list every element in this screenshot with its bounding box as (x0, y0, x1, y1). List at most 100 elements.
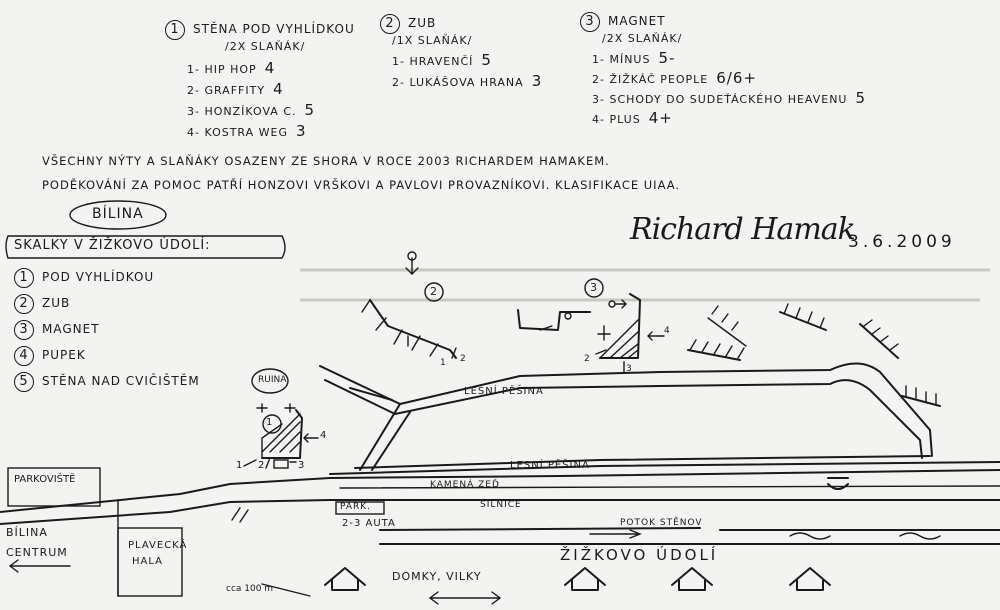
route-label: 2- LUKÁŠOVA HRANA (392, 76, 524, 89)
route-4-arrow (647, 331, 665, 341)
route-4-arrow (303, 433, 319, 443)
legend-title: SKALKY V ŽIŽKOVO ÚDOLÍ: (14, 238, 211, 253)
crag-3-hatching (599, 319, 639, 359)
route-label: 4- PLUS (592, 113, 641, 126)
sector-3-subtitle: /2X SLAŇÁK/ (602, 32, 683, 45)
arrow-to-centrum (8, 559, 71, 573)
crag-1-route-3: 3 (298, 460, 306, 471)
crag-1 (243, 368, 319, 469)
crag-3-route-4: 4 (664, 326, 671, 336)
scale-line (261, 583, 311, 597)
route-label: 3- HONZÍKOVA C. (187, 105, 297, 118)
crag-2-route-2: 2 (460, 354, 467, 364)
route-grade: 5 (855, 89, 867, 107)
bolt-marks (256, 403, 296, 413)
legend-item: 2 ZUB (14, 294, 200, 314)
parking-label: PARKOVIŠTĚ (14, 474, 76, 485)
anchor-ring (608, 300, 616, 308)
crag-face (687, 349, 741, 361)
centrum-label: CENTRUM (6, 546, 68, 559)
route-2-arrow (451, 347, 457, 359)
small-parking-box (335, 501, 385, 515)
sector-2-title: ZUB (408, 16, 437, 30)
legend-label: ZUB (42, 296, 71, 310)
route-label: 1- HIP HOP (187, 63, 257, 76)
parking-capacity: 2-3 AUTA (342, 518, 396, 529)
sector-2-number: 2 (380, 14, 400, 34)
other-crags (687, 303, 941, 407)
crag-hatching (905, 385, 937, 405)
route-1-arrow (243, 459, 257, 467)
house-icon (324, 567, 366, 591)
route-label: 2- GRAFFITY (187, 84, 266, 97)
anchor-box (273, 459, 289, 469)
crag-1-mark: 1 (266, 417, 273, 428)
legend-label: STĚNA NAD CVIČIŠTĚM (42, 374, 200, 388)
signature: Richard Hamak (630, 212, 856, 247)
ruin-label: RUINA (258, 375, 287, 385)
road-break-mark (231, 507, 249, 523)
crag-3-route-2: 2 (584, 354, 591, 364)
crag-2-mark: 2 (430, 285, 437, 298)
route-2-arrow (265, 457, 271, 469)
region-oval (69, 200, 167, 230)
sector-1-title: STĚNA POD VYHLÍDKOU (193, 22, 355, 36)
crag-face (779, 311, 827, 331)
sector-2-subtitle: /1X SLAŇÁK/ (392, 34, 473, 47)
crag-3-face-b (599, 293, 641, 359)
route-2-arrow (595, 349, 607, 355)
route-grade: 5- (658, 49, 676, 67)
route-grade: 3 (531, 72, 543, 90)
culvert-mark (827, 477, 849, 490)
legend-label: MAGNET (42, 322, 100, 336)
crag-hatching (783, 303, 825, 329)
crag-3-face-a (517, 309, 591, 331)
house-icons (324, 567, 831, 591)
crag-1-route-4: 4 (320, 430, 328, 441)
crag-face (901, 395, 941, 407)
forest-path-lower-label: LESNÍ PĚŠINA (510, 460, 590, 471)
path-branch-a (359, 403, 401, 471)
route-grade: 5 (304, 101, 316, 119)
stream-label: POTOK STĚNOV (620, 518, 703, 528)
route-label: 3- SCHODY DO SUDEŤÁCKÉHO HEAVENU (592, 93, 848, 106)
route-label: 1- HRAVENČÍ (392, 55, 474, 68)
road-silnice-lower (0, 499, 1000, 525)
legend-number: 5 (14, 372, 34, 392)
houses-label: DOMKY, VILKY (392, 570, 482, 583)
legend-number: 2 (14, 294, 34, 314)
crag-1-hatching (261, 413, 301, 459)
route-label: 2- ŽIŽKÁČ PEOPLE (592, 73, 709, 86)
crag-1-route-2: 2 (258, 460, 266, 471)
house-icon (789, 567, 831, 591)
legend-number: 4 (14, 346, 34, 366)
sector-3-number: 3 (580, 12, 600, 32)
swimming-label-2: HALA (132, 556, 164, 567)
stream-wave-2 (899, 532, 941, 540)
anchor-ring (407, 251, 417, 261)
route-grade: 4 (273, 80, 284, 98)
crag-3-route-3: 3 (626, 364, 633, 374)
crag-1-circle (262, 414, 282, 434)
forest-path-upper (319, 362, 933, 457)
stone-wall-label: KAMENÁ ZEĎ (430, 480, 500, 490)
road-label: SILNICE (480, 500, 522, 510)
stream-flow-arrow (589, 529, 642, 539)
crag-1-route-1: 1 (236, 460, 244, 471)
route-1-arrow (539, 325, 553, 331)
crag-face (859, 323, 899, 359)
route-grade: 5 (481, 51, 492, 69)
route-grade: 4 (264, 59, 276, 77)
sector-1-subtitle: /2X SLAŇÁK/ (225, 40, 306, 53)
route-grade: 4+ (648, 109, 673, 127)
anchor-arrow (615, 299, 627, 309)
path-branch-b (371, 411, 411, 471)
crag-1-face (261, 409, 303, 459)
crag-3-circle (584, 278, 604, 298)
bolt-mark (597, 325, 611, 341)
